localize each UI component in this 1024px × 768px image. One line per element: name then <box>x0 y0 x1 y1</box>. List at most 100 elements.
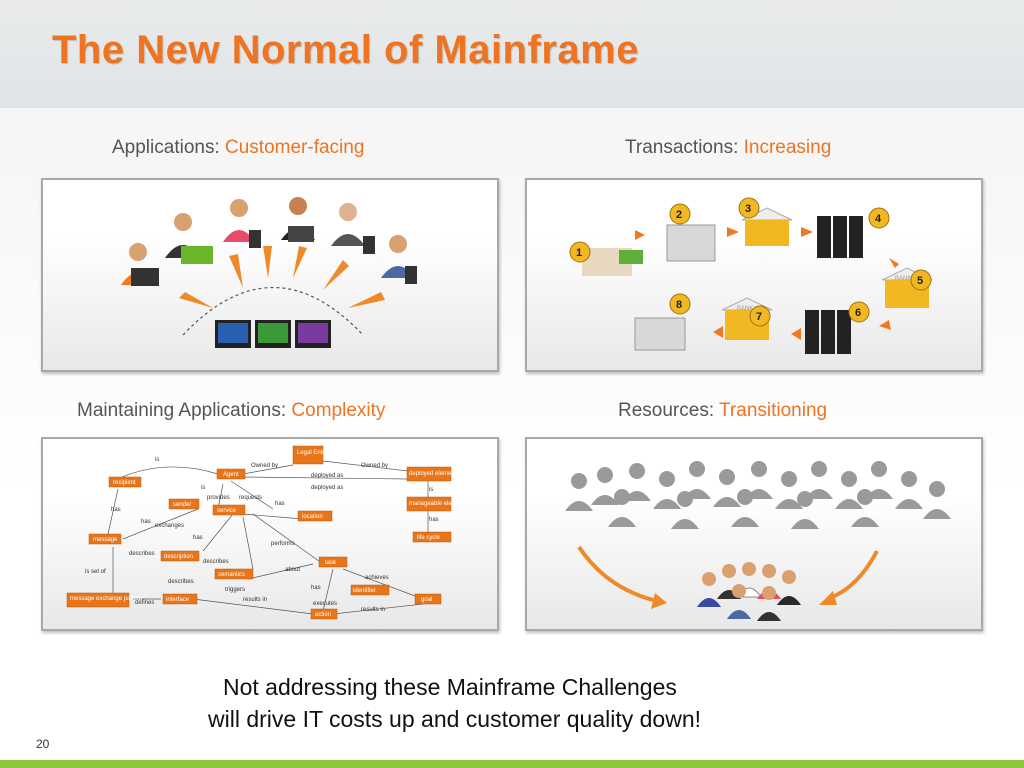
diagram-node: action <box>310 608 338 620</box>
transactions-illustration: BANK BANK 1 2 3 4 5 6 7 8 <box>569 197 933 354</box>
svg-text:semantics: semantics <box>218 572 245 578</box>
diagram-node: Agent <box>216 468 246 480</box>
step-7: 7 <box>756 311 762 323</box>
ontology-diagram: recipient Agent Legal Entity deployed el… <box>66 445 465 620</box>
svg-text:is: is <box>429 487 433 493</box>
slide-number: 20 <box>36 737 50 751</box>
footer-line-1: Not addressing these Mainframe Challenge… <box>223 674 677 700</box>
bank-label: BANK <box>895 276 911 282</box>
maintaining-label-highlight: Complexity <box>291 400 386 421</box>
diagram-node: identifier <box>350 584 390 596</box>
svg-text:action: action <box>315 612 331 618</box>
svg-text:is set of: is set of <box>85 569 106 575</box>
footer-line-2: will drive IT costs up and customer qual… <box>208 706 702 732</box>
diagram-node: sender <box>168 498 200 510</box>
bottom-accent-bar <box>0 760 1024 768</box>
applications-label: Applications: Customer-facing <box>112 137 364 159</box>
diagram-node: interface <box>162 593 198 605</box>
svg-text:about: about <box>285 567 300 573</box>
applications-label-prefix: Applications: <box>112 137 226 158</box>
svg-text:sender: sender <box>173 502 191 508</box>
svg-text:Owned by: Owned by <box>361 463 388 469</box>
svg-text:triggers: triggers <box>225 587 245 593</box>
diagram-node: recipient <box>108 476 142 488</box>
svg-text:life cycle: life cycle <box>417 535 441 541</box>
diagram-node: Legal Entity <box>292 445 328 465</box>
svg-text:message: message <box>93 537 118 543</box>
diagram-node: task <box>318 556 348 568</box>
svg-text:describes: describes <box>129 551 155 557</box>
svg-text:results in: results in <box>243 597 267 603</box>
diagram-nodes: recipient Agent Legal Entity deployed el… <box>66 445 465 620</box>
applications-label-highlight: Customer-facing <box>225 137 365 158</box>
svg-text:exchanges: exchanges <box>155 523 184 529</box>
svg-text:identifier: identifier <box>353 588 376 594</box>
step-5: 5 <box>917 275 923 287</box>
svg-text:interface: interface <box>166 597 190 603</box>
curve-arrow-left <box>577 545 658 603</box>
svg-text:manageable element: manageable element <box>409 501 465 507</box>
step-6: 6 <box>855 307 861 319</box>
diagram-node: location <box>297 510 333 522</box>
maintaining-label-prefix: Maintaining Applications: <box>77 400 292 421</box>
curve-arrow-right <box>826 550 879 601</box>
diagram-node: deployed element <box>406 466 457 482</box>
svg-text:has: has <box>429 517 439 523</box>
diagram-node: description <box>160 550 200 562</box>
svg-text:deployed as: deployed as <box>311 485 343 491</box>
svg-text:defines: defines <box>135 600 154 606</box>
diagram-node: message <box>88 533 122 545</box>
resources-panel <box>525 437 983 631</box>
maintaining-panel: recipient Agent Legal Entity deployed el… <box>41 437 499 631</box>
resources-illustration <box>565 461 951 621</box>
svg-text:provides: provides <box>207 495 230 501</box>
svg-text:requests: requests <box>239 495 262 501</box>
customer-icons <box>121 197 417 286</box>
svg-text:deployed element: deployed element <box>409 471 457 477</box>
svg-text:Owned by: Owned by <box>251 463 278 469</box>
diagram-edge-labels: is Owned by Owned by deployed as deploye… <box>85 457 439 613</box>
diagram-node: life cycle <box>412 531 452 543</box>
svg-text:achieves: achieves <box>365 575 389 581</box>
svg-text:Legal Entity: Legal Entity <box>297 450 328 456</box>
workforce-crowd-icon <box>565 461 951 529</box>
svg-text:has: has <box>141 519 151 525</box>
diagram-node: goal <box>414 593 442 605</box>
header-band <box>0 0 1024 108</box>
step-2: 2 <box>676 209 682 221</box>
svg-text:has: has <box>311 585 321 591</box>
svg-text:has: has <box>193 535 203 541</box>
svg-text:describes: describes <box>203 559 229 565</box>
diagram-node: service <box>212 504 246 516</box>
server-icon <box>817 216 863 258</box>
step-8: 8 <box>676 299 682 311</box>
svg-text:description: description <box>164 554 193 560</box>
svg-text:message exchange pattern: message exchange pattern <box>70 596 142 602</box>
svg-text:deployed as: deployed as <box>311 473 343 479</box>
svg-text:is: is <box>201 485 205 491</box>
svg-text:performs: performs <box>271 541 295 547</box>
transactions-label-highlight: Increasing <box>743 137 832 158</box>
step-3: 3 <box>745 203 751 215</box>
transactions-label-prefix: Transactions: <box>625 137 744 158</box>
applications-illustration <box>121 197 417 348</box>
svg-text:is: is <box>155 457 159 463</box>
step-badges: 1 2 3 4 5 6 7 8 <box>569 197 932 327</box>
server-icon <box>805 310 851 354</box>
svg-text:Agent: Agent <box>223 472 239 478</box>
step-4: 4 <box>875 213 882 225</box>
svg-text:results in: results in <box>361 607 385 613</box>
maintaining-label: Maintaining Applications: Complexity <box>77 400 385 422</box>
svg-text:has: has <box>111 507 121 513</box>
slide-title: The New Normal of Mainframe <box>52 28 639 72</box>
cash-register-icon <box>666 224 716 262</box>
bank-label: BANK <box>737 306 753 312</box>
svg-text:location: location <box>302 514 323 520</box>
diagram-node: message exchange pattern <box>66 592 142 608</box>
svg-text:executes: executes <box>313 601 337 607</box>
resources-label: Resources: Transitioning <box>618 400 827 422</box>
svg-text:describes: describes <box>168 579 194 585</box>
resources-label-prefix: Resources: <box>618 400 720 421</box>
cash-register-icon <box>634 317 686 351</box>
step-1: 1 <box>576 247 582 259</box>
